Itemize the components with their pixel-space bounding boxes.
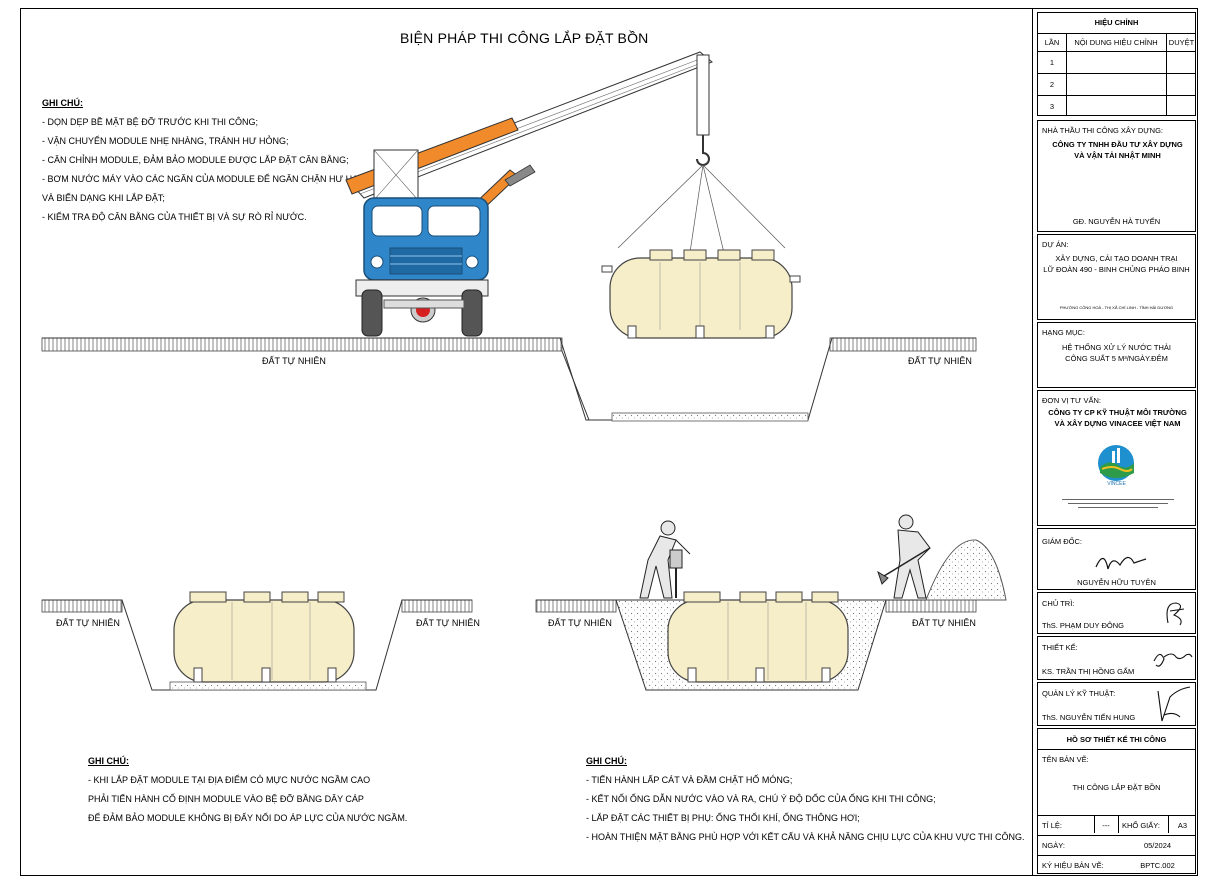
date-value: 05/2024	[1143, 841, 1172, 850]
note-line: - DỌN DẸP BỀ MẶT BỆ ĐỠ TRƯỚC KHI THI CÔN…	[42, 117, 258, 127]
director-signature	[1095, 556, 1147, 570]
item-label: HẠNG MỤC:	[1042, 328, 1085, 337]
notes-right: GHI CHÚ: - TIẾN HÀNH LẤP CÁT VÀ ĐẦM CHẶT…	[586, 752, 1025, 847]
rev-col-approve: DUYỆT	[1168, 38, 1195, 47]
rev-row-number: 2	[1049, 80, 1055, 89]
paper-value: A3	[1177, 821, 1188, 830]
note-line: - BƠM NƯỚC MÁY VÀO CÁC NGĂN CỦA MODULE Đ…	[42, 174, 361, 184]
ground-label: ĐẤT TỰ NHIÊN	[262, 356, 326, 366]
construction-diagram	[41, 51, 1007, 691]
chief-section: CHỦ TRÌ: ThS. PHẠM DUY ĐÔNG	[1037, 592, 1196, 634]
item-name-line1: HỆ THỐNG XỬ LÝ NƯỚC THẢI	[1062, 343, 1171, 352]
director-name: NGUYỄN HỮU TUYÊN	[1077, 578, 1156, 587]
notes-right-heading: GHI CHÚ:	[586, 756, 627, 766]
notes-top-heading: GHI CHÚ:	[42, 98, 83, 108]
revision-table: HIỆU CHỈNH LẦN NỘI DUNG HIỆU CHỈNH DUYỆT…	[1037, 12, 1196, 116]
consultant-section: ĐƠN VỊ TƯ VẤN: CÔNG TY CP KỸ THUẬT MÔI T…	[1037, 390, 1196, 526]
project-name-line2: LỮ ĐOÀN 490 - BINH CHỦNG PHÁO BINH	[1043, 265, 1190, 274]
design-label: THIẾT KẾ:	[1042, 643, 1078, 652]
ground-label: ĐẤT TỰ NHIÊN	[548, 618, 612, 628]
chief-signature	[1166, 602, 1185, 626]
design-section: THIẾT KẾ: KS. TRẦN THỊ HỒNG GẤM	[1037, 636, 1196, 680]
contractor-section: NHÀ THẦU THI CÔNG XÂY DỰNG: CÔNG TY TNHH…	[1037, 120, 1196, 232]
dossier-title: HỒ SƠ THIẾT KẾ THI CÔNG	[1066, 735, 1167, 744]
tank-right	[667, 591, 849, 683]
rev-row-number: 1	[1049, 58, 1055, 67]
note-line: ĐỂ ĐẢM BẢO MODULE KHÔNG BỊ ĐẨY NỔI DO ÁP…	[88, 813, 408, 823]
code-label: KÝ HIỆU BẢN VẼ:	[1042, 861, 1104, 870]
revision-header: HIỆU CHỈNH	[1094, 18, 1139, 27]
contractor-label: NHÀ THẦU THI CÔNG XÂY DỰNG:	[1042, 126, 1164, 135]
ground-label: ĐẤT TỰ NHIÊN	[416, 618, 480, 628]
chief-name: ThS. PHẠM DUY ĐÔNG	[1042, 621, 1124, 630]
company-logo	[1098, 445, 1134, 481]
scale-value: ---	[1102, 821, 1110, 830]
director-label: GIÁM ĐỐC:	[1042, 537, 1083, 546]
tank-lifted	[601, 249, 801, 339]
crane	[345, 51, 786, 321]
tank-left	[173, 591, 355, 683]
note-line: VÀ BIẾN DẠNG KHI LẮP ĐẶT;	[42, 193, 165, 203]
note-line: - KHI LẮP ĐẶT MODULE TẠI ĐỊA ĐIỂM CÓ MỰC…	[88, 775, 371, 785]
contractor-name: CÔNG TY TNHH ĐẦU TƯ XÂY DỰNG VÀ VẬN TẢI …	[1052, 140, 1183, 160]
pit-left	[41, 599, 473, 691]
designer-signature	[1153, 653, 1193, 667]
consultant-contact-lines	[1062, 499, 1174, 508]
item-name-line2: CÔNG SUẤT 5 M³/NGÀY.ĐÊM	[1065, 354, 1168, 363]
drawing-frame	[20, 8, 1198, 876]
page-title: BIỆN PHÁP THI CÔNG LẮP ĐẶT BỒN	[400, 30, 649, 46]
consultant-name: CÔNG TY CP KỸ THUẬT MÔI TRƯỜNG VÀ XÂY DỰ…	[1048, 408, 1187, 428]
scale-label: TỈ LỆ:	[1042, 821, 1063, 830]
truck	[355, 197, 489, 337]
note-line: - LẮP ĐẶT CÁC THIẾT BỊ PHỤ: ỐNG THỔI KHÍ…	[586, 813, 860, 823]
tech-section: QUẢN LÝ KỸ THUẬT: ThS. NGUYỄN TIẾN HUNG	[1037, 682, 1196, 726]
tech-signature	[1157, 686, 1191, 722]
logo-text: VINCEE	[1107, 481, 1126, 487]
tech-label: QUẢN LÝ KỸ THUẬT:	[1042, 689, 1116, 698]
note-line: - TIẾN HÀNH LẤP CÁT VÀ ĐẦM CHẶT HỐ MÓNG;	[586, 775, 793, 785]
drawing-area: BIỆN PHÁP THI CÔNG LẮP ĐẶT BỒN GHI CHÚ: …	[41, 30, 1025, 847]
note-line: - KIỂM TRA ĐỘ CÂN BẰNG CỦA THIẾT BỊ VÀ S…	[42, 212, 307, 222]
worker-tamping	[639, 520, 691, 599]
tech-name: ThS. NGUYỄN TIẾN HUNG	[1042, 713, 1136, 722]
notes-left-heading: GHI CHÚ:	[88, 756, 129, 766]
project-label: DỰ ÁN:	[1042, 240, 1069, 249]
rev-row-number: 3	[1049, 102, 1055, 111]
drawing-info: HỒ SƠ THIẾT KẾ THI CÔNG TÊN BẢN VẼ: THI …	[1037, 728, 1196, 874]
design-name: KS. TRẦN THỊ HỒNG GẤM	[1042, 667, 1135, 676]
item-section: HẠNG MỤC: HỆ THỐNG XỬ LÝ NƯỚC THẢI CÔNG …	[1037, 322, 1196, 388]
title-block: HIỆU CHỈNH LẦN NỘI DUNG HIỆU CHỈNH DUYỆT…	[1032, 8, 1198, 876]
ground-label: ĐẤT TỰ NHIÊN	[912, 618, 976, 628]
project-section: DỰ ÁN: XÂY DỰNG, CẢI TẠO DOANH TRẠI LỮ Đ…	[1037, 234, 1196, 320]
note-line: - CĂN CHỈNH MODULE, ĐẢM BẢO MODULE ĐƯỢC …	[42, 155, 349, 165]
ground-label: ĐẤT TỰ NHIÊN	[908, 356, 972, 366]
note-line: - VẬN CHUYỂN MODULE NHẸ NHÀNG, TRÁNH HƯ …	[42, 136, 289, 146]
director-section: GIÁM ĐỐC: NGUYỄN HỮU TUYÊN	[1037, 528, 1196, 590]
date-label: NGÀY:	[1042, 841, 1065, 850]
sand-pile	[925, 539, 1007, 601]
ground-label: ĐẤT TỰ NHIÊN	[56, 618, 120, 628]
contractor-director: GĐ. NGUYỄN HÀ TUYẾN	[1072, 217, 1161, 226]
rev-col-time: LẦN	[1044, 38, 1060, 47]
project-location: PHƯỜNG CÔNG HOÀ - THỊ XÃ CHÍ LINH - TỈNH…	[1059, 305, 1174, 310]
drawing-name: THI CÔNG LẮP ĐẶT BỒN	[1072, 783, 1161, 792]
notes-top: GHI CHÚ: - DỌN DẸP BỀ MẶT BỆ ĐỠ TRƯỚC KH…	[42, 94, 361, 227]
top-ground	[41, 337, 977, 422]
note-line: - KẾT NỐI ỐNG DẪN NƯỚC VÀO VÀ RA, CHÚ Ý …	[586, 794, 936, 804]
worker-shoveling	[877, 514, 931, 599]
note-line: - HOÀN THIỆN MẶT BẰNG PHÙ HỢP VỚI KẾT CẤ…	[586, 832, 1025, 842]
paper-label: KHỔ GIẤY:	[1122, 821, 1160, 830]
code-value: BPTC.002	[1140, 861, 1175, 870]
rev-col-content: NỘI DUNG HIỆU CHỈNH	[1074, 38, 1158, 47]
note-line: PHẢI TIẾN HÀNH CỐ ĐỊNH MODULE VÀO BỆ ĐỠ …	[88, 794, 364, 804]
notes-left: GHI CHÚ: - KHI LẮP ĐẶT MODULE TẠI ĐỊA ĐI…	[88, 752, 407, 828]
drawing-name-label: TÊN BẢN VẼ:	[1042, 755, 1089, 764]
project-name-line1: XÂY DỰNG, CẢI TẠO DOANH TRẠI	[1055, 254, 1178, 263]
chief-label: CHỦ TRÌ:	[1042, 599, 1075, 608]
consultant-label: ĐƠN VỊ TƯ VẤN:	[1042, 396, 1101, 405]
